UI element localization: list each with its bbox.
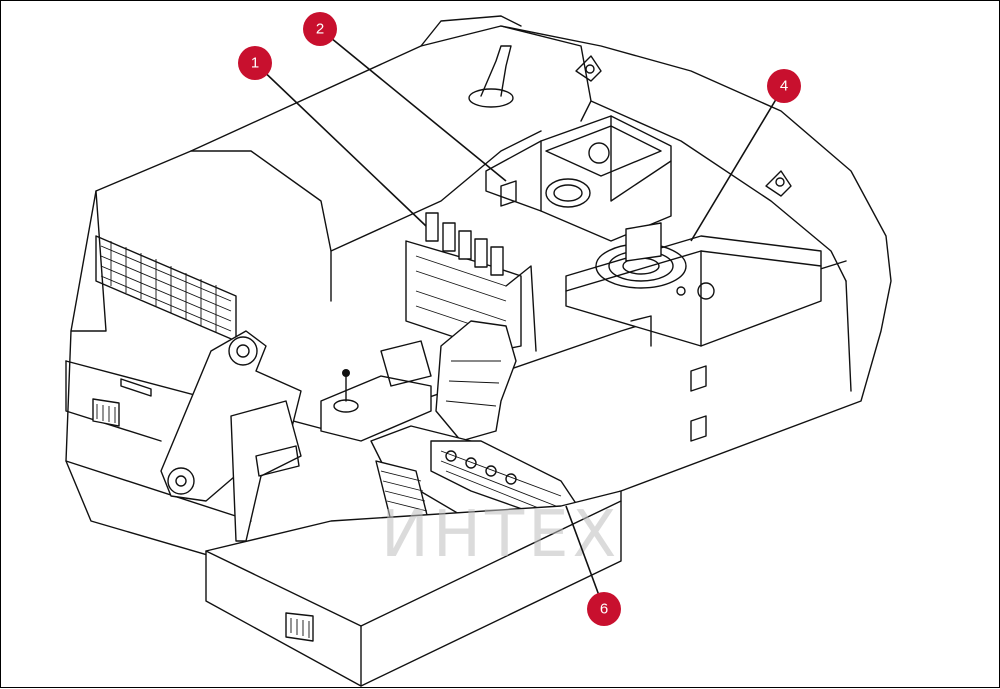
callout-label: 4 [780, 78, 788, 95]
front-deck [205, 490, 622, 687]
watermark-text: ИНТЕХ [381, 498, 620, 572]
leader-2 [319, 28, 507, 182]
callout-2: 2 [303, 12, 337, 46]
callout-6: 6 [587, 592, 621, 626]
callout-leaders [254, 28, 785, 610]
boom-bracket [160, 330, 302, 542]
callout-label: 1 [251, 55, 259, 72]
callout-1: 1 [238, 46, 272, 80]
hydraulic-tank [485, 115, 672, 242]
leader-4 [690, 85, 785, 242]
joystick-console [320, 340, 432, 442]
callout-4: 4 [767, 69, 801, 103]
callout-label: 6 [600, 601, 608, 618]
callout-label: 2 [316, 21, 324, 38]
side-panels [65, 360, 707, 442]
hose-reel-platform [565, 222, 822, 347]
leader-6 [565, 505, 605, 610]
leader-1 [254, 62, 427, 227]
lower-valve-bank [375, 440, 582, 532]
